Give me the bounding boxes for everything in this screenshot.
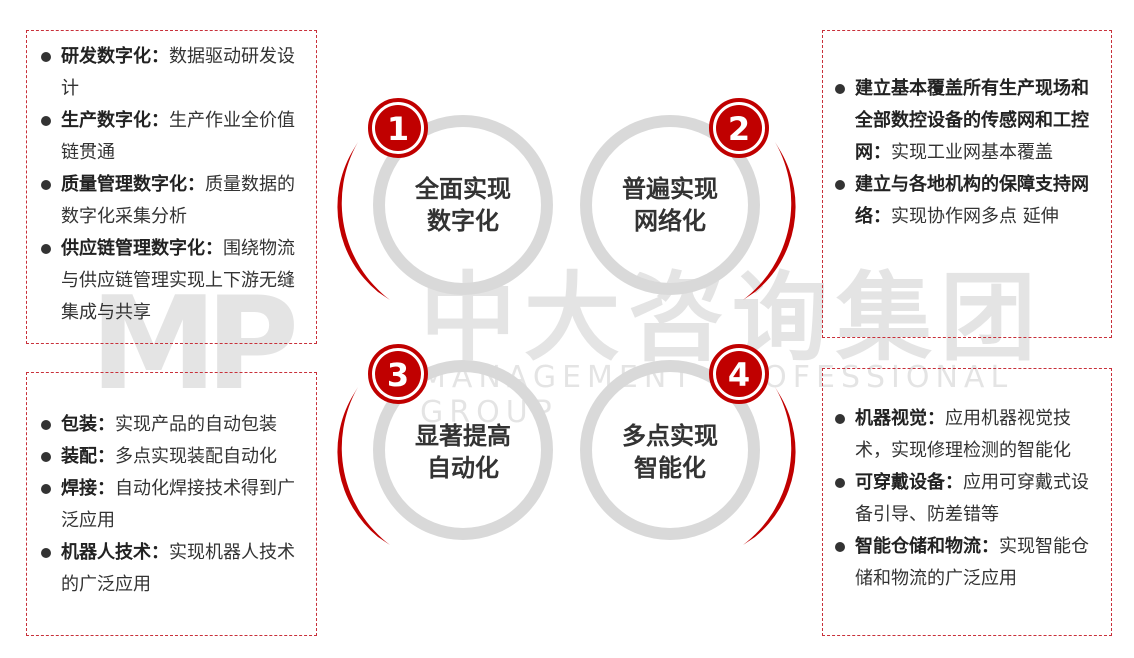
ring-3: 3: [337, 344, 553, 545]
badge-1: [375, 105, 421, 151]
quadrant-2-details: 建立基本覆盖所有生产现场和全部数控设备的传感网和工控网：实现工业网基本覆盖 建立…: [822, 30, 1112, 338]
badge-3-number: 3: [387, 356, 409, 394]
ring-4-circle: [580, 360, 760, 540]
list-item: 装配：多点实现装配自动化: [41, 441, 308, 473]
list-item: 研发数字化：数据驱动研发设计: [41, 41, 308, 105]
list-item: 可穿戴设备：应用可穿戴式设备引导、防差错等: [835, 467, 1103, 531]
list-item: 质量管理数字化：质量数据的数字化采集分析: [41, 169, 308, 233]
ring-1-circle: [373, 115, 553, 295]
badge-2-number: 2: [728, 110, 750, 148]
quadrant-4-details: 机器视觉：应用机器视觉技术，实现修理检测的智能化 可穿戴设备：应用可穿戴式设备引…: [822, 368, 1112, 636]
ring-3-title: 显著提高 自动化: [415, 422, 511, 482]
ring-2-title: 普遍实现 网络化: [622, 175, 718, 235]
badge-4: [716, 351, 762, 397]
ring-4: 4: [580, 344, 796, 545]
ring-2: 2: [580, 98, 796, 300]
list-item: 机器人技术：实现机器人技术的广泛应用: [41, 537, 308, 601]
list-item: 智能仓储和物流：实现智能仓储和物流的广泛应用: [835, 531, 1103, 595]
badge-1-number: 1: [387, 110, 409, 148]
list-item: 包装：实现产品的自动包装: [41, 409, 308, 441]
badge-2: [716, 105, 762, 151]
quadrant-3-details: 包装：实现产品的自动包装 装配：多点实现装配自动化 焊接：自动化焊接技术得到广泛…: [26, 372, 317, 636]
list-item: 焊接：自动化焊接技术得到广泛应用: [41, 473, 308, 537]
list-item: 供应链管理数字化：围绕物流与供应链管理实现上下游无缝集成与共享: [41, 233, 308, 329]
list-item: 建立基本覆盖所有生产现场和全部数控设备的传感网和工控网：实现工业网基本覆盖: [835, 73, 1103, 169]
badge-3: [375, 351, 421, 397]
ring-1-title: 全面实现 数字化: [415, 175, 511, 235]
ring-1: 1: [337, 98, 553, 300]
list-item: 机器视觉：应用机器视觉技术，实现修理检测的智能化: [835, 403, 1103, 467]
ring-3-circle: [373, 360, 553, 540]
ring-4-title: 多点实现 智能化: [622, 422, 718, 482]
ring-2-circle: [580, 115, 760, 295]
list-item: 建立与各地机构的保障支持网络：实现协作网多点 延伸: [835, 169, 1103, 233]
badge-4-number: 4: [728, 356, 750, 394]
list-item: 生产数字化：生产作业全价值链贯通: [41, 105, 308, 169]
quadrant-1-details: 研发数字化：数据驱动研发设计 生产数字化：生产作业全价值链贯通 质量管理数字化：…: [26, 30, 317, 344]
